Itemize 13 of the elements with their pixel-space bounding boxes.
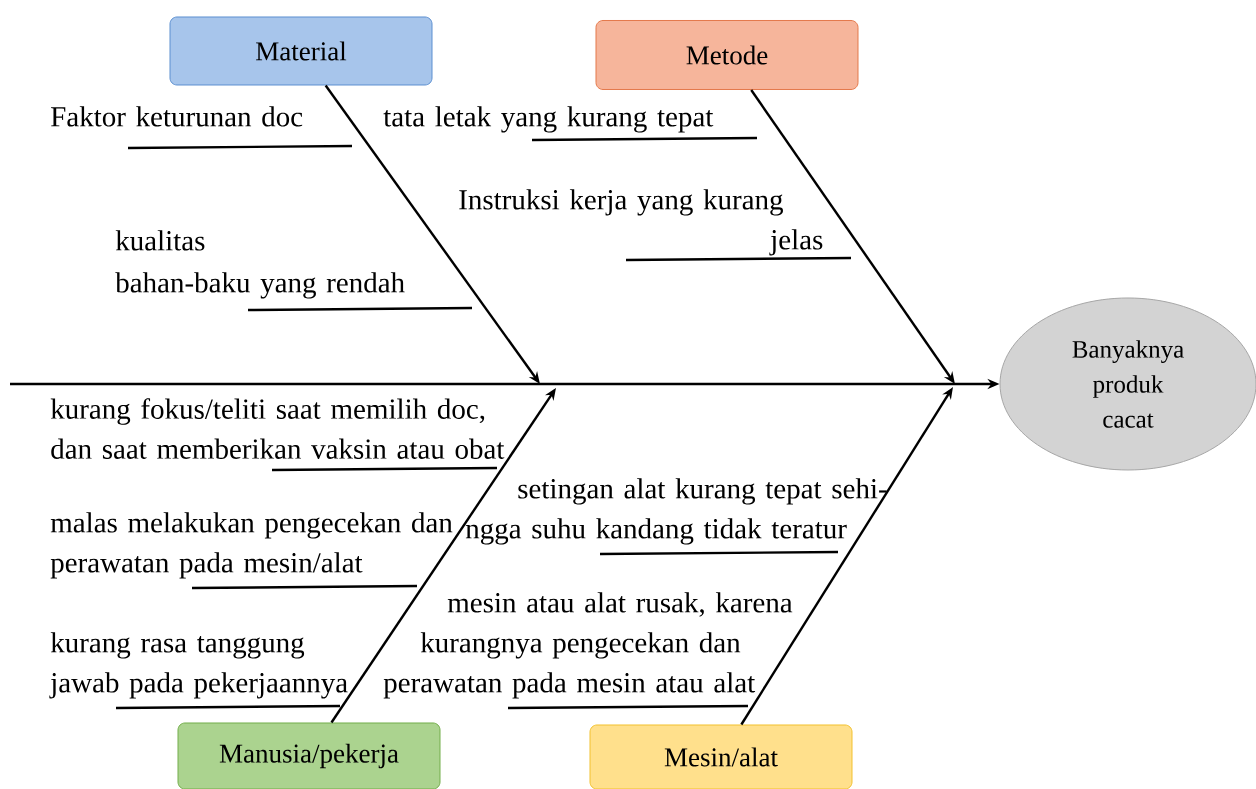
cause-text: kualitas — [115, 230, 205, 251]
cause-text: kurang rasa tanggung jawab pada pekerjaannya — [49, 632, 348, 699]
cause-text: tata letak yang kurang tepat — [383, 106, 714, 133]
category-box: Metode — [595, 20, 859, 90]
cause-text: Faktor keturunan doc — [51, 106, 303, 127]
cause-text: bahan-baku yang rendah — [115, 272, 405, 299]
cause-text: kurang fokus/teliti saat memilih doc, dan saat memberikan vaksin atau obat — [50, 398, 505, 459]
category-box: Material — [169, 16, 433, 86]
cause-text: setingan alat kurang tepat sehi- ngga suhu kandang tidak teratur — [465, 478, 887, 545]
category-box: Manusia/pekerja — [177, 722, 441, 789]
cause-text: Instruksi kerja yang kurang jelas — [459, 189, 823, 256]
cause-text: mesin atau alat rusak, karena kurangnya pengecekan dan perawatan pada mesin atau alat — [383, 592, 793, 699]
category-box: Mesin/alat — [589, 724, 853, 789]
